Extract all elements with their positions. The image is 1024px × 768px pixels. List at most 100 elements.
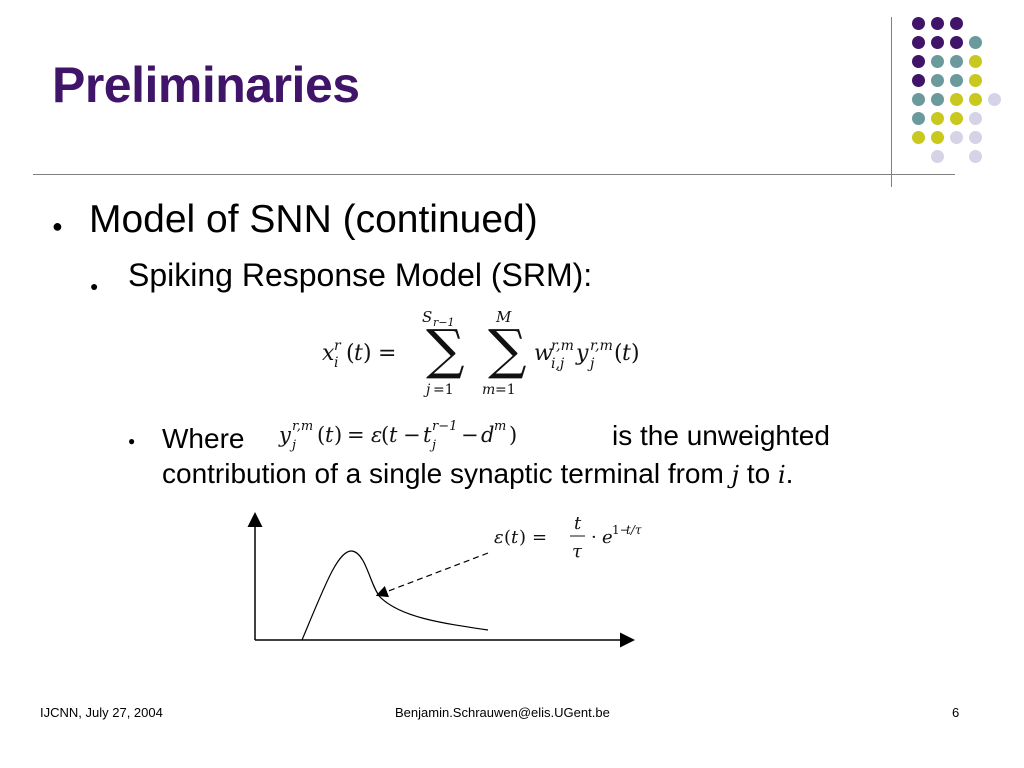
bullet-3-where: Where <box>162 423 245 454</box>
dot <box>969 74 982 87</box>
dot <box>950 131 963 144</box>
svg-text:M: M <box>495 308 512 326</box>
svg-text:): ) <box>519 527 526 548</box>
svg-text:t: t <box>423 423 432 447</box>
dot <box>912 131 925 144</box>
svg-text:ε: ε <box>371 423 382 447</box>
svg-text:(: ( <box>317 423 325 447</box>
svg-text:=1: =1 <box>495 382 516 398</box>
svg-text:j: j <box>289 438 296 453</box>
svg-text:r,m: r,m <box>590 338 613 354</box>
bullet-dot: ● <box>90 278 99 294</box>
dot <box>969 150 982 163</box>
bullet-3-tail: is the unweighted <box>612 420 830 451</box>
svg-text:=: = <box>378 341 396 366</box>
dashed-pointer-arrow <box>375 552 489 598</box>
svg-text:∑: ∑ <box>426 318 465 381</box>
footer-page-number: 6 <box>952 705 960 720</box>
svg-text:i,j: i,j <box>551 356 565 372</box>
dot <box>931 131 944 144</box>
svg-text:j: j <box>423 382 431 398</box>
svg-text:·: · <box>591 527 597 548</box>
dot <box>912 112 925 125</box>
dot <box>931 150 944 163</box>
svg-text:t: t <box>354 341 363 366</box>
dot <box>969 131 982 144</box>
svg-text:∑: ∑ <box>488 318 527 381</box>
svg-text:−: − <box>403 423 421 447</box>
bullet-dot: ● <box>128 434 136 448</box>
svg-text:1−: 1− <box>612 523 630 537</box>
epsilon-formula: ε ( t ) = t τ · e 1− t/τ <box>494 513 642 562</box>
svg-text:y: y <box>575 341 589 366</box>
dot <box>931 17 944 30</box>
svg-text:w: w <box>534 341 553 366</box>
svg-text:t/τ: t/τ <box>626 523 642 537</box>
slide-title: Preliminaries <box>52 57 360 113</box>
dot <box>969 112 982 125</box>
svg-text:−: − <box>461 423 479 447</box>
bullet-3-line2: contribution of a single synaptic termin… <box>162 458 793 490</box>
svg-text:): ) <box>334 423 342 447</box>
dot <box>950 93 963 106</box>
dot <box>969 55 982 68</box>
bullet-2-text: Spiking Response Model (SRM): <box>128 257 593 293</box>
svg-text:t: t <box>622 341 631 366</box>
svg-text:d: d <box>481 423 494 447</box>
footer-center: Benjamin.Schrauwen@elis.UGent.be <box>395 705 610 720</box>
word-to: to <box>746 458 771 489</box>
svg-text:m: m <box>494 419 506 434</box>
svg-text:j: j <box>587 356 595 372</box>
svg-text:r−1: r−1 <box>432 419 457 434</box>
dot <box>969 93 982 106</box>
svg-text:e: e <box>602 527 613 548</box>
horizontal-divider <box>33 174 955 175</box>
bullet-3-line2-text: contribution of a single synaptic termin… <box>162 458 724 489</box>
svg-text:=: = <box>532 527 547 548</box>
svg-text:=: = <box>347 423 365 447</box>
svg-text:ε: ε <box>494 527 504 548</box>
srm-equation: x r i ( t ) = ∑ S r−1 j =1 ∑ M m =1 w r,… <box>322 308 640 398</box>
svg-text:r: r <box>334 338 342 354</box>
period: . <box>785 458 794 489</box>
dot <box>931 55 944 68</box>
svg-text:x: x <box>322 341 335 366</box>
var-i: i <box>777 461 786 489</box>
dot <box>931 93 944 106</box>
svg-text:=1: =1 <box>433 382 454 398</box>
var-j: j <box>731 461 740 489</box>
spike-response-equation: y r,m j ( t ) = ε ( t − t r−1 j − d m ) <box>278 419 517 453</box>
svg-text:): ) <box>631 341 640 366</box>
dot <box>912 17 925 30</box>
footer-left: IJCNN, July 27, 2004 <box>40 705 163 720</box>
dot <box>931 36 944 49</box>
dot <box>912 36 925 49</box>
svg-text:i: i <box>334 355 338 371</box>
dot <box>988 93 1001 106</box>
svg-text:r−1: r−1 <box>433 316 454 329</box>
vertical-divider <box>891 17 892 187</box>
svg-text:r,m: r,m <box>292 419 313 434</box>
svg-text:j: j <box>429 438 436 453</box>
svg-text:): ) <box>509 423 517 447</box>
dot <box>950 17 963 30</box>
dot <box>912 93 925 106</box>
svg-text:(: ( <box>614 341 623 366</box>
bullet-1-text: Model of SNN (continued) <box>89 198 538 241</box>
dot <box>950 36 963 49</box>
dot <box>912 74 925 87</box>
svg-text:(: ( <box>504 527 511 548</box>
svg-text:τ: τ <box>572 541 583 562</box>
dot <box>969 36 982 49</box>
dot <box>950 112 963 125</box>
svg-text:t: t <box>574 513 582 534</box>
svg-text:t: t <box>511 527 519 548</box>
dot <box>912 55 925 68</box>
dot <box>950 55 963 68</box>
bullet-dot: ● <box>52 216 63 236</box>
dot <box>950 74 963 87</box>
dot <box>931 112 944 125</box>
svg-text:(: ( <box>346 341 355 366</box>
svg-text:m: m <box>482 382 495 398</box>
svg-text:): ) <box>363 341 372 366</box>
